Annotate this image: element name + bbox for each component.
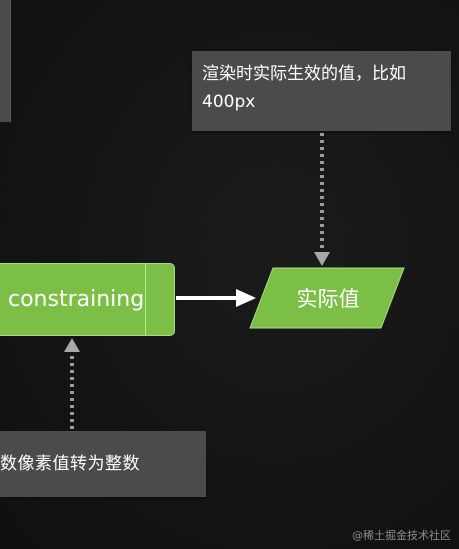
constraining-process-box: constraining [0, 263, 175, 336]
bottom-note-text: 数像素值转为整数 [0, 454, 140, 474]
flow-arrowhead [236, 289, 256, 307]
process-label: constraining [8, 287, 145, 312]
process-box-divider [145, 264, 146, 335]
bottom-note-box: 数像素值转为整数 [0, 431, 206, 497]
watermark: @稀土掘金技术社区 [352, 529, 451, 542]
top-connector-arrowhead [314, 252, 330, 266]
output-label: 实际值 [296, 287, 360, 311]
top-note-line-2: 400px [202, 92, 256, 112]
output-parallelogram [249, 267, 405, 329]
bottom-connector-arrowhead [64, 338, 80, 352]
top-note-line-1: 渲染时实际生效的值，比如 [202, 64, 406, 84]
partial-note-box [0, 0, 11, 122]
top-note-box: 渲染时实际生效的值，比如 400px [192, 51, 451, 131]
